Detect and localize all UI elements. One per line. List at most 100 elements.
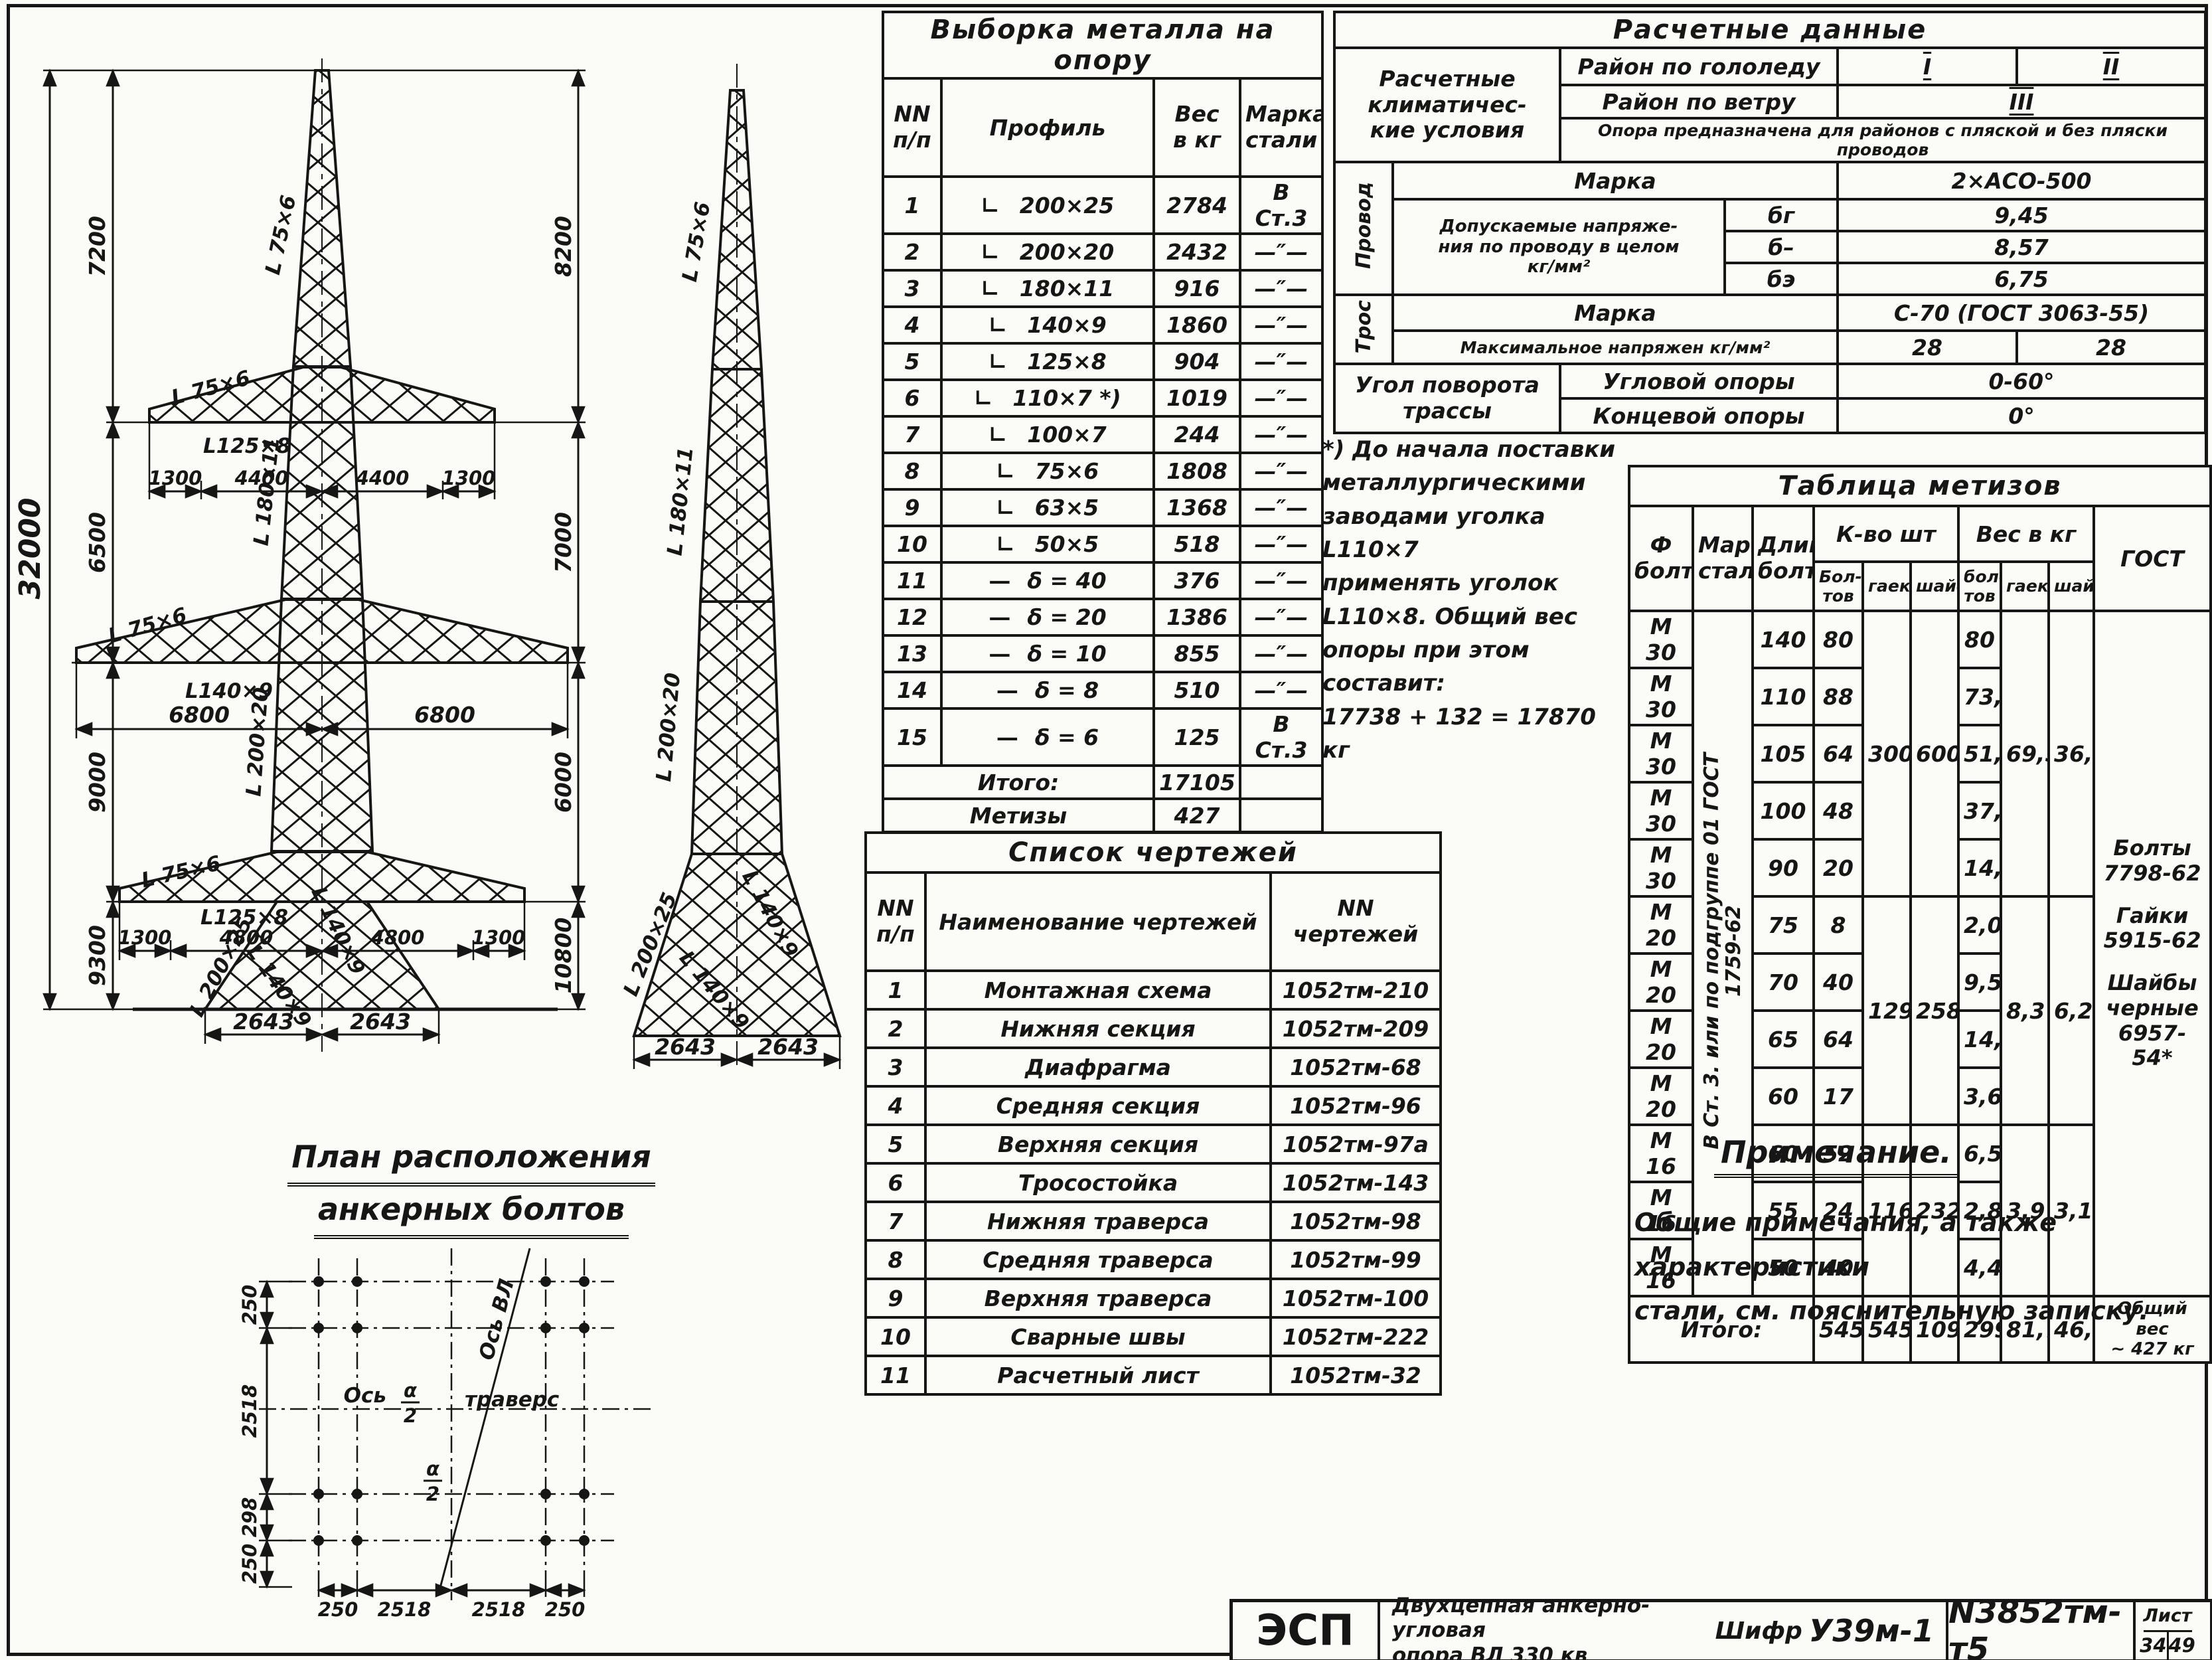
dim-base-right: 2643 [350, 1009, 411, 1035]
total-label: Метизы [882, 797, 1155, 833]
end-tower-value: 0° [1836, 397, 2207, 434]
cell-weight: 904 [1152, 342, 1241, 381]
dim-left-0: 7200 [84, 216, 110, 277]
plan-dimension-lines [260, 1280, 586, 1598]
cell-num: 1 [882, 175, 943, 235]
hw-len: 140 [1751, 610, 1815, 669]
plan-hdim-1: 2518 [378, 1598, 432, 1621]
dim-base-left: 2643 [233, 1009, 294, 1035]
cell-num: 11 [864, 1355, 927, 1396]
max-stress-2: 28 [2015, 329, 2207, 365]
cell-name: Расчетный лист [924, 1355, 1272, 1396]
tower-side-view: L 75×6 L 180×11 L 200×20 L 200×25 L 140×… [619, 64, 842, 1069]
angle-two-lower: 2 [426, 1483, 439, 1505]
star-note-line: L110×8. Общий вес [1322, 603, 1577, 630]
drawing-row: 8 Средняя траверса 1052тм-99 [864, 1239, 1442, 1280]
cell-num: 7 [864, 1201, 927, 1242]
metal-row: 11 —δ = 40 376 —″— [882, 561, 1324, 600]
tower-front-view: 32000 7200 6500 9000 9300 8200 7000 6000… [13, 58, 586, 1052]
ice-region-2: II [2015, 46, 2207, 86]
metal-total-row: Итого: 17105 [882, 764, 1324, 800]
cell-sheet-num: 1052тм-222 [1269, 1316, 1442, 1357]
dim-arm2-2: 6800 [414, 702, 475, 728]
wire-mark-value: 2×АСО-500 [1836, 161, 2207, 201]
shifr-code: У39м-1 [1808, 1613, 1934, 1649]
cell-weight: 855 [1152, 634, 1241, 673]
drawing-row: 6 Тросостойка 1052тм-143 [864, 1162, 1442, 1203]
drawing-row: 9 Верхняя траверса 1052тм-100 [864, 1278, 1442, 1319]
cell-profile: ∟200×20 [940, 232, 1155, 272]
steel-label-arm2-chord: L140×9 [185, 679, 273, 703]
turn-angle-label: Угол поворота трассы [1333, 363, 1561, 434]
cable-mark-label: Марка [1391, 293, 1839, 332]
hw-total-note: Общий вес ~ 427 кг [2092, 1294, 2212, 1365]
cell-weight: 2432 [1152, 232, 1241, 272]
front-tower-structure [75, 58, 569, 1052]
cell-steel: В Ст.3 [1238, 707, 1324, 767]
metal-row: 3 ∟180×11 916 —″— [882, 269, 1324, 308]
col-header-profile: Профиль [940, 77, 1155, 178]
side-dim-base-right: 2643 [757, 1034, 819, 1060]
axis-lines [259, 1248, 651, 1600]
cell-sheet-num: 1052тм-98 [1269, 1201, 1442, 1242]
plan-hdim-3: 250 [545, 1598, 586, 1621]
drawing-row: 1 Монтажная схема 1052тм-210 [864, 969, 1442, 1011]
hw-dia: М 30 [1628, 610, 1694, 669]
star-note-line: металлургическими [1322, 469, 1586, 497]
cell-profile: —δ = 40 [940, 561, 1155, 600]
star-note-line: применять уголок [1322, 570, 1559, 597]
cell-weight: 916 [1152, 269, 1241, 308]
col-weight: Вес в кг [1957, 505, 2095, 563]
cell-steel: —″— [1238, 634, 1324, 673]
drawing-number: N3852тм-т5 [1946, 1594, 2133, 1660]
side-steel-mid: L 180×11 [663, 446, 698, 556]
stress-label: Допускаемые напряже- ния по проводу в це… [1391, 198, 1726, 296]
cell-name: Тросостойка [924, 1162, 1272, 1203]
drawing-title-cell: Двухцепная анкерно-угловая опора ВЛ 330 … [1378, 1594, 1946, 1660]
cell-num: 8 [864, 1239, 927, 1280]
cell-steel: —″— [1238, 598, 1324, 637]
dim-arm1-1: 1300 [149, 467, 202, 489]
hw-total-label: Итого: [1628, 1294, 1815, 1365]
total-value: 17105 [1152, 764, 1241, 800]
metal-total-row: Метизы 427 [882, 797, 1324, 833]
drawing-row: 5 Верхняя секция 1052тм-97а [864, 1123, 1442, 1165]
cell-name: Верхняя секция [924, 1123, 1272, 1165]
cell-weight: 376 [1152, 561, 1241, 600]
note-title: Примечание. [1714, 1134, 1958, 1178]
plan-vdim-0: 250 [238, 1285, 261, 1325]
cell-num: 6 [882, 378, 943, 418]
cell-num: 10 [864, 1316, 927, 1357]
metal-row: 13 —δ = 10 855 —″— [882, 634, 1324, 673]
cell-num: 4 [864, 1085, 927, 1126]
cell-sheet-num: 1052тм-97а [1269, 1123, 1442, 1165]
star-note-line: 17738 + 132 = 17870 кг [1322, 703, 1596, 764]
angle-alpha-lower: α [426, 1457, 440, 1480]
dim-right-3: 10800 [550, 918, 576, 994]
anchor-bolts [313, 1276, 590, 1546]
cell-weight: 244 [1152, 415, 1241, 454]
cell-name: Средняя секция [924, 1085, 1272, 1126]
dim-arm2-1: 6800 [169, 702, 230, 728]
plan-hdim-2: 2518 [472, 1598, 526, 1621]
star-note-line: опоры при этом [1322, 636, 1530, 663]
hw-gost-cell: Болты 7798-62 Гайки 5915-62 Шайбы черные… [2092, 610, 2212, 1297]
dim-arm1-3: 4400 [355, 467, 410, 489]
max-stress-label: Максимальное напряжен кг/мм² [1391, 329, 1839, 365]
hw-w-washers-m30: 36,8 [2047, 610, 2095, 898]
cell-weight: 1860 [1152, 305, 1241, 345]
end-tower-label: Концевой опоры [1559, 397, 1839, 434]
cell-name: Нижняя секция [924, 1008, 1272, 1049]
sub-bolts-w: бол- тов [1957, 560, 2002, 612]
metal-row: 6 ∟110×7 *) 1019 —″— [882, 378, 1324, 418]
cell-profile: ∟125×8 [940, 342, 1155, 381]
cell-num: 3 [882, 269, 943, 308]
cell-steel: —″— [1238, 378, 1324, 418]
sheet-number: 34 [2140, 1631, 2169, 1659]
